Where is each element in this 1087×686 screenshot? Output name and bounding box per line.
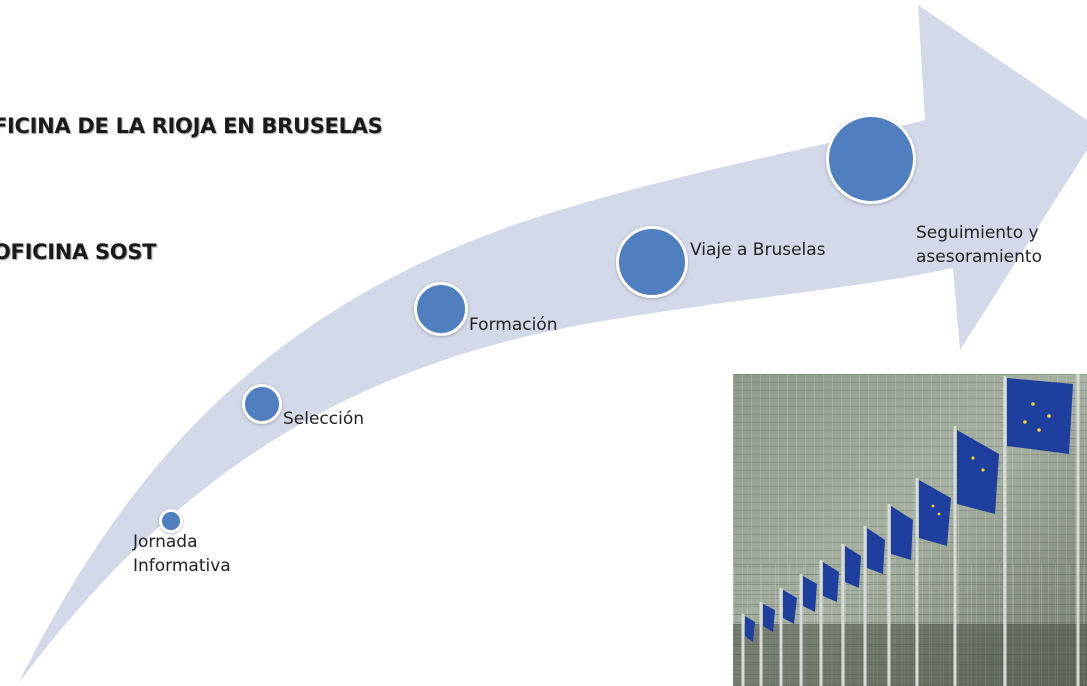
arrow-shape — [18, 5, 1087, 684]
step-label-seleccion: Selección — [283, 409, 365, 429]
step-circle-seleccion — [242, 384, 282, 424]
heading-office-sost: OFICINA SOST — [0, 240, 157, 264]
step-label-jornada: Jornada Informativa — [133, 532, 231, 576]
heading-office-rioja: FICINA DE LA RIOJA EN BRUSELAS — [0, 114, 383, 138]
step-circle-seguimiento — [826, 114, 916, 204]
step-circle-jornada — [159, 509, 183, 533]
step-label-formacion: Formación — [469, 315, 558, 335]
eu-building-photo — [733, 374, 1087, 686]
step-circle-formacion — [414, 282, 468, 336]
step-circle-viaje — [616, 226, 688, 298]
eu-building-image — [733, 374, 1087, 686]
step-label-seguimiento: Seguimiento y asesoramiento — [916, 223, 1042, 267]
step-label-viaje: Viaje a Bruselas — [690, 240, 826, 260]
